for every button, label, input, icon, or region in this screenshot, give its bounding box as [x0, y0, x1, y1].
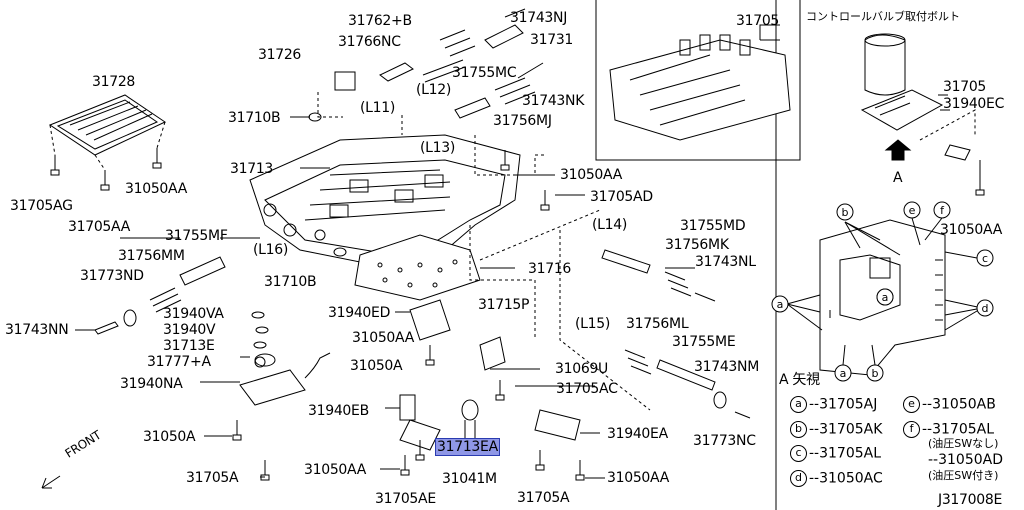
- callout-key: d: [982, 302, 989, 315]
- callout-letters: b e f a c d a a b: [777, 204, 989, 380]
- part-label[interactable]: 31710B: [264, 274, 317, 290]
- legend-row: c--31705AL: [790, 445, 881, 462]
- part-label[interactable]: 31716: [528, 261, 572, 277]
- part-label[interactable]: 31743NJ: [510, 10, 568, 26]
- part-label[interactable]: 31705AD: [590, 189, 653, 205]
- part-label[interactable]: 31743NL: [695, 254, 756, 270]
- callout-key: b: [872, 367, 879, 380]
- part-label[interactable]: 31728: [92, 74, 136, 90]
- legend-row: b--31705AK: [790, 421, 882, 438]
- part-label[interactable]: 31705AG: [10, 198, 73, 214]
- part-label[interactable]: 31940EA: [607, 426, 668, 442]
- part-label[interactable]: 31762+B: [348, 13, 412, 29]
- part-label[interactable]: 31755MD: [680, 218, 746, 234]
- part-label: (L15): [575, 316, 611, 332]
- part-label[interactable]: 31713: [230, 161, 274, 177]
- part-label[interactable]: 31773NC: [693, 433, 756, 449]
- part-label: (L11): [360, 100, 396, 116]
- part-label[interactable]: 31726: [258, 47, 302, 63]
- part-label[interactable]: 31940EC: [943, 96, 1005, 112]
- legend-row: d--31050AC: [790, 470, 883, 487]
- legend-row: e--31050AB: [903, 396, 996, 413]
- part-label[interactable]: 31050A: [350, 358, 403, 374]
- part-label[interactable]: 31050A: [143, 429, 196, 445]
- part-label[interactable]: 31743NK: [522, 93, 585, 109]
- diagram-code: J317008E: [938, 492, 1003, 508]
- part-label[interactable]: 31940VA: [163, 306, 224, 322]
- callout-key: a: [840, 367, 847, 380]
- part-label[interactable]: 31041M: [442, 471, 497, 487]
- part-label[interactable]: 31755MC: [452, 65, 517, 81]
- part-label[interactable]: 31050AA: [607, 470, 669, 486]
- part-label[interactable]: 31777+A: [147, 354, 211, 370]
- part-label: (L14): [592, 217, 628, 233]
- part-label[interactable]: 31705AC: [556, 381, 618, 397]
- part-label[interactable]: 31940V: [163, 322, 216, 338]
- callout-key: b: [842, 206, 849, 219]
- part-label[interactable]: 31756MK: [665, 237, 729, 253]
- part-label[interactable]: 31705: [943, 79, 987, 95]
- part-label[interactable]: 31756ML: [626, 316, 689, 332]
- part-label[interactable]: 31940EB: [308, 403, 369, 419]
- highlighted-part-label[interactable]: 31713EA: [435, 438, 500, 456]
- callout-key: a: [777, 298, 784, 311]
- part-label[interactable]: 31050AA: [125, 181, 187, 197]
- part-label: (L12): [416, 82, 452, 98]
- inset-title: コントロールバルブ取付ボルト: [806, 10, 960, 23]
- part-label[interactable]: 31050AA: [940, 222, 1002, 238]
- part-label[interactable]: 31705A: [186, 470, 239, 486]
- callout-key: a: [882, 291, 889, 304]
- part-label[interactable]: 31755MF: [165, 228, 228, 244]
- part-label[interactable]: 31069U: [555, 361, 608, 377]
- legend-row: a--31705AJ: [790, 396, 877, 413]
- part-label[interactable]: 31743NM: [694, 359, 759, 375]
- part-label[interactable]: 31940ED: [328, 305, 391, 321]
- part-label[interactable]: 31705AE: [375, 491, 436, 507]
- legend-note: (油圧SW付き): [928, 469, 999, 482]
- part-label[interactable]: 31705AA: [68, 219, 130, 235]
- part-label: (L16): [253, 242, 289, 258]
- legend-row: --31050AD: [928, 452, 1004, 468]
- callout-key: e: [909, 204, 916, 217]
- part-label[interactable]: 31705: [736, 13, 780, 29]
- part-label[interactable]: 31743NN: [5, 322, 69, 338]
- part-label[interactable]: 31713E: [163, 338, 215, 354]
- part-label[interactable]: 31705A: [517, 490, 570, 506]
- part-label[interactable]: 31710B: [228, 110, 281, 126]
- part-label[interactable]: 31715P: [478, 297, 530, 313]
- part-label[interactable]: 31731: [530, 32, 574, 48]
- part-label[interactable]: 31755ME: [672, 334, 736, 350]
- part-label[interactable]: 31050AA: [560, 167, 622, 183]
- part-label: (L13): [420, 140, 456, 156]
- part-label[interactable]: 31050AA: [304, 462, 366, 478]
- callout-key: f: [940, 204, 945, 217]
- part-label[interactable]: 31050AA: [352, 330, 414, 346]
- legend-row: f--31705AL: [903, 421, 994, 438]
- part-label[interactable]: 31773ND: [80, 268, 144, 284]
- part-label[interactable]: 31766NC: [338, 34, 401, 50]
- part-label[interactable]: 31756MJ: [493, 113, 552, 129]
- callout-key: c: [982, 252, 988, 265]
- part-label[interactable]: 31940NA: [120, 376, 183, 392]
- part-label[interactable]: 31756MM: [118, 248, 185, 264]
- legend-note: (油圧SWなし): [928, 437, 999, 450]
- arrow-label: A: [893, 170, 903, 186]
- view-caption: A 矢視: [779, 372, 820, 388]
- callout-circles: [771, 201, 994, 382]
